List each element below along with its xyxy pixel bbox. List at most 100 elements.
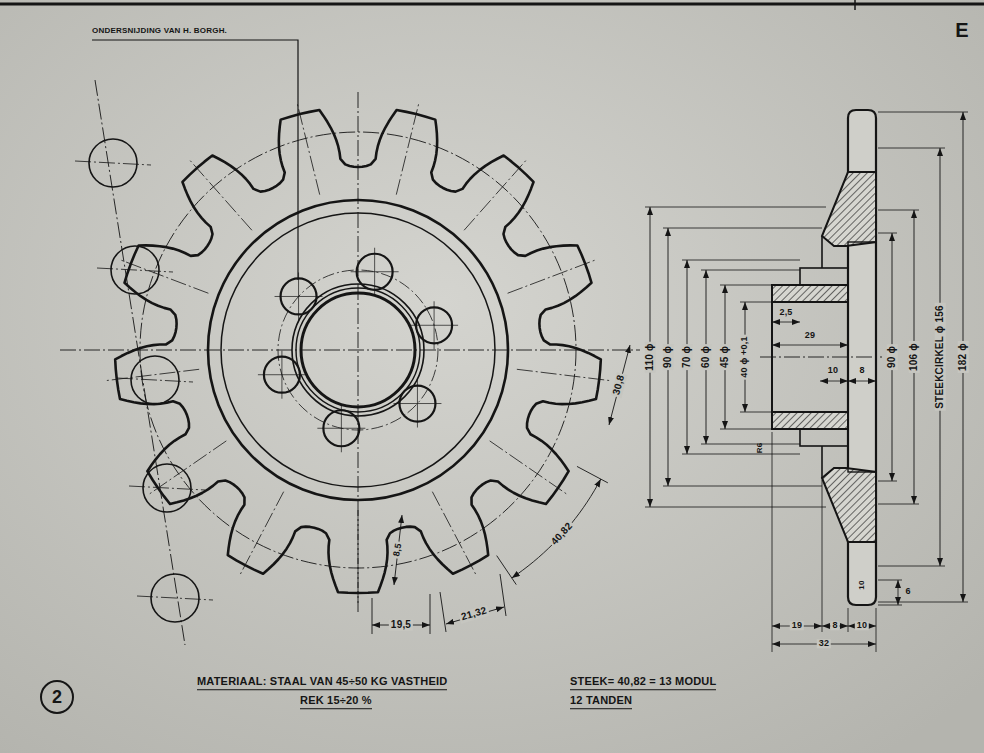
- dimension-line: [772, 345, 848, 346]
- tooth-centre-line: [120, 260, 209, 294]
- hub-flange: [800, 268, 848, 285]
- extension-line: [878, 112, 968, 113]
- extension-line: [440, 592, 446, 632]
- extension-line: [878, 148, 945, 149]
- material-note: REK 15÷20 %: [300, 695, 372, 709]
- section-hub: [772, 412, 848, 429]
- section-web: [822, 468, 876, 542]
- extension-line: [876, 608, 877, 652]
- front-dimensions: [372, 345, 630, 634]
- extension-line: [663, 228, 822, 229]
- hub-flange: [800, 429, 848, 446]
- note-text: ONDERSNIJDING VAN H. BORGH.: [92, 27, 227, 35]
- extension-line: [497, 556, 517, 585]
- chain-centre-line: [95, 80, 185, 645]
- dimension-label: 8: [830, 621, 839, 630]
- bolt-circle: [278, 270, 438, 430]
- side-view: [760, 110, 882, 605]
- dimension-line: [772, 322, 800, 323]
- roller-centre-line: [97, 268, 173, 272]
- tooth-centre-line: [517, 369, 611, 380]
- diameter-label: 40 ϕ +0,1: [740, 334, 749, 379]
- extension-line: [645, 507, 826, 508]
- dimension-label: 32: [817, 639, 831, 648]
- dimension-label: 10: [855, 621, 869, 630]
- side-dimensions: [645, 112, 968, 652]
- diameter-label: 106 ϕ: [909, 341, 920, 373]
- tooth-centre-line: [432, 492, 476, 576]
- centre-line: [358, 92, 359, 612]
- sheet-letter: E: [955, 20, 969, 41]
- dimension-label: 8,5: [392, 541, 404, 560]
- roller-centre-line: [129, 486, 205, 490]
- gear-data-note: STEEK= 40,82 = 13 MODUL: [570, 676, 716, 690]
- dimension-label: 10: [858, 580, 866, 589]
- extension-line: [720, 285, 772, 286]
- hub-circle: [221, 213, 495, 487]
- hub-circle: [208, 200, 508, 500]
- diameter-label: 90 ϕ: [887, 344, 898, 370]
- extension-line: [645, 207, 826, 208]
- dimension-arc: [512, 479, 601, 578]
- extension-line: [701, 270, 800, 271]
- extension-line: [577, 466, 608, 482]
- diameter-label: 90 ϕ: [663, 344, 674, 370]
- material-note: MATERIAAL: STAAL VAN 45÷50 KG VASTHEID: [197, 676, 447, 690]
- extension-line: [720, 429, 772, 430]
- diameter-label: 45 ϕ: [720, 344, 731, 370]
- dimension-label: 21,32: [458, 605, 490, 623]
- section-hub: [772, 285, 848, 302]
- extension-line: [372, 598, 373, 634]
- extension-line: [772, 432, 773, 652]
- extension-line: [500, 574, 506, 616]
- dimension-label: 29: [805, 331, 815, 340]
- centre-line: [760, 357, 882, 358]
- bore-circle: [301, 293, 415, 407]
- leader-line: [92, 40, 298, 280]
- roller-centre-line: [75, 161, 151, 165]
- pitch-circle: [140, 132, 576, 568]
- tooth-centre-line: [396, 102, 419, 194]
- extension-line: [878, 210, 919, 211]
- pitch-circle-label: STEEKCIRKEL ϕ 156: [935, 303, 946, 411]
- extension-line: [878, 504, 919, 505]
- hole-centre-line: [374, 248, 375, 296]
- dimension-line: [898, 580, 899, 605]
- sheet-border: [0, 3, 984, 6]
- tooth-centre-line: [490, 441, 568, 495]
- hole-centre-line: [341, 404, 342, 452]
- roller-centre-line: [117, 378, 193, 382]
- roller-centre-line: [137, 596, 213, 600]
- hole-centre-line: [281, 351, 282, 399]
- web-edge: [821, 236, 823, 268]
- sheet-tick: [854, 0, 856, 10]
- tooth-centre-line: [239, 492, 283, 576]
- dimension-label: 6: [905, 587, 910, 596]
- tooth-centre-line: [189, 159, 252, 230]
- sheet-number: 2: [52, 688, 62, 706]
- dimension-label: 8: [859, 366, 864, 375]
- front-view: [60, 92, 640, 612]
- bore-ring: [292, 284, 424, 416]
- centre-line: [60, 350, 640, 351]
- extension-line: [701, 444, 800, 445]
- dimension-line: [848, 381, 876, 382]
- radius-label: R6: [756, 443, 764, 454]
- dimension-line: [609, 345, 630, 425]
- dimension-label: 19,5: [389, 620, 413, 631]
- dimension-label: 2,5: [779, 308, 792, 317]
- dimension-label: 40,82: [548, 519, 576, 548]
- tooth-centre-line: [508, 260, 597, 294]
- hole-centre-line: [417, 380, 418, 428]
- extension-line: [682, 260, 800, 261]
- tooth-centre-line: [105, 369, 199, 380]
- extension-line: [878, 481, 897, 482]
- diameter-label: 70 ϕ: [682, 344, 693, 370]
- diameter-label: 182 ϕ: [958, 341, 969, 373]
- section-web: [822, 172, 876, 246]
- hole-centre-line: [434, 301, 435, 349]
- diameter-label: 60 ϕ: [701, 344, 712, 370]
